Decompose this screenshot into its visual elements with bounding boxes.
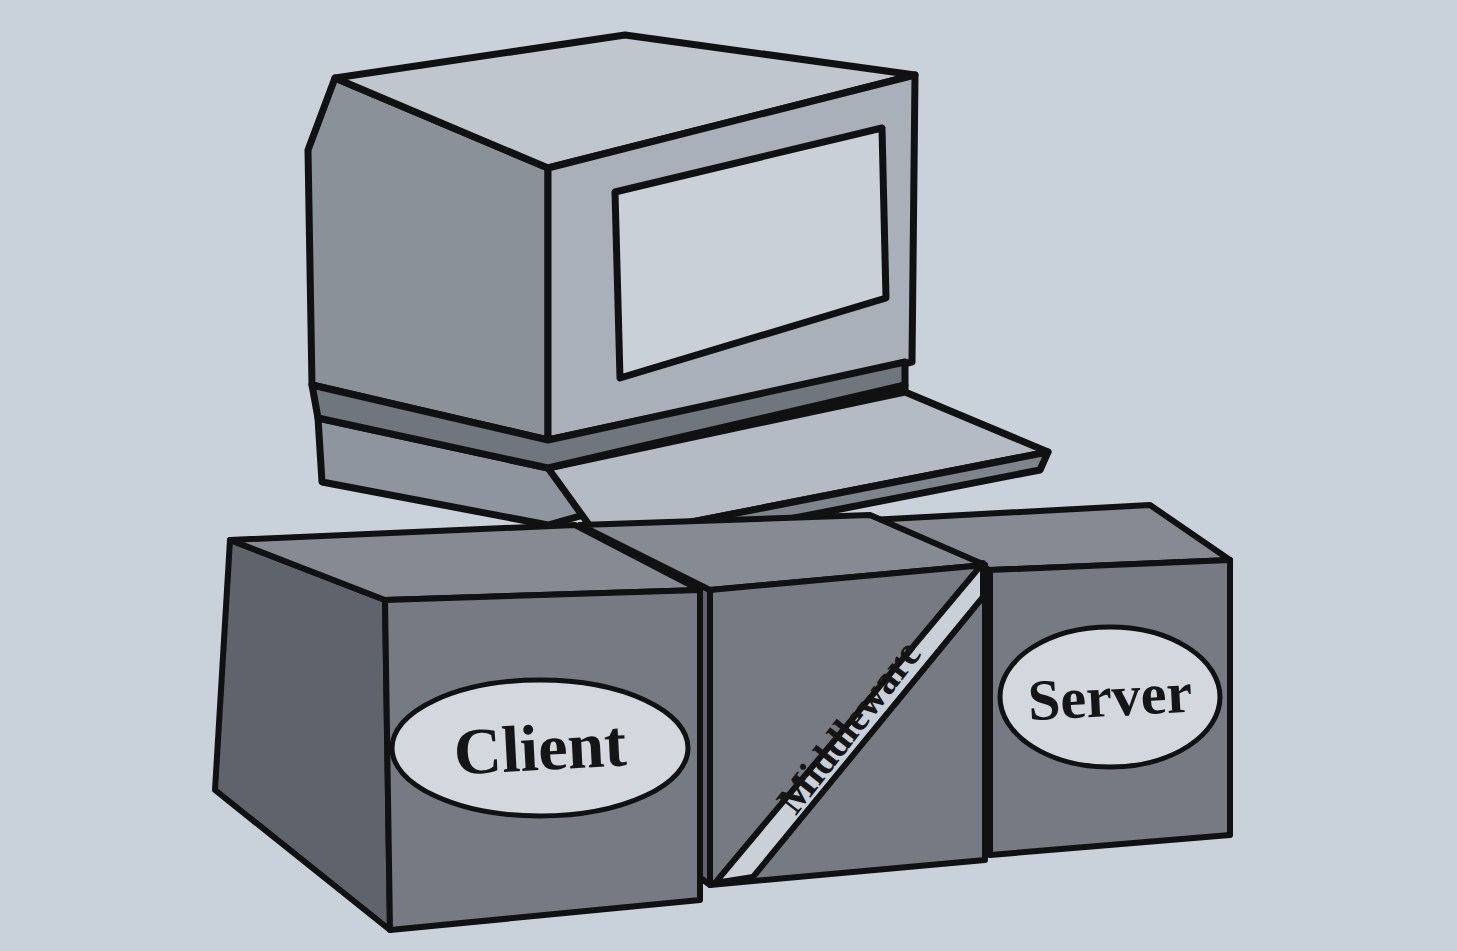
cube-side: [215, 540, 390, 930]
label-ellipse: [1000, 627, 1220, 767]
cube-side: [870, 520, 990, 855]
monitor-neck: [312, 362, 905, 468]
cube-front: [990, 560, 1230, 855]
monitor-screen: [615, 128, 886, 378]
node-label: Server: [1026, 664, 1193, 731]
client-cube: Client: [215, 520, 705, 935]
cube-front: [385, 590, 700, 930]
diagonal-band: [715, 563, 983, 883]
node-label: Client: [452, 711, 628, 786]
label-ellipse: [392, 680, 688, 816]
